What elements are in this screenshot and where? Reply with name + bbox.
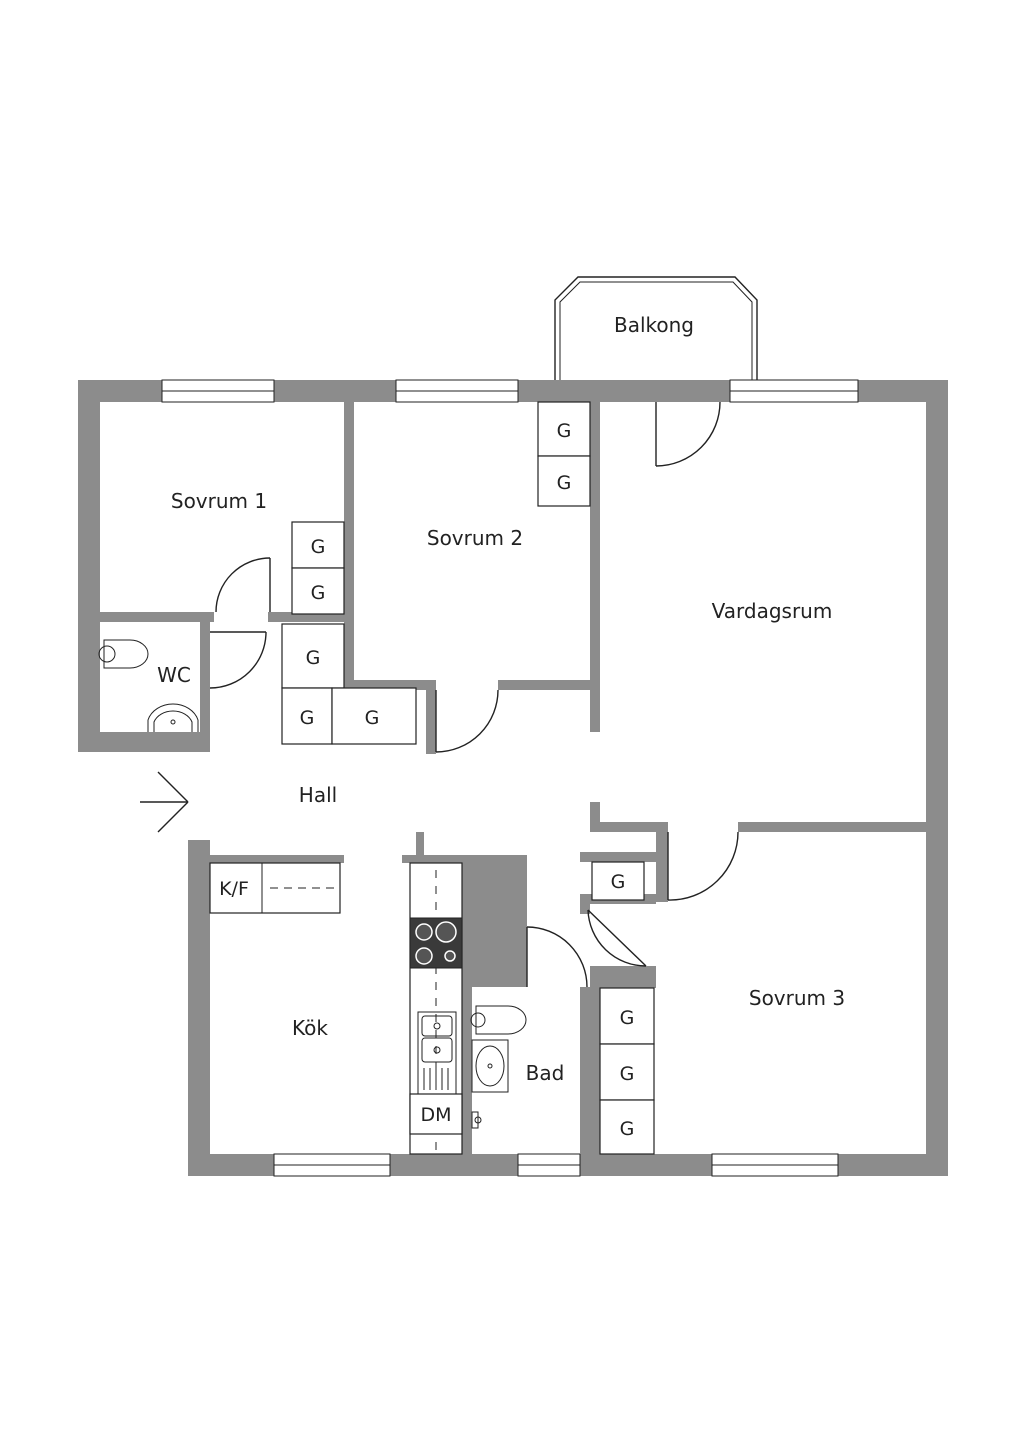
closet-label: G: [620, 1063, 635, 1085]
entrance-arrow-icon: [140, 771, 189, 833]
closet-label: G: [611, 871, 626, 893]
doors: [140, 401, 739, 988]
washbasin-icon: [147, 703, 199, 732]
closet-label: G: [311, 536, 326, 558]
room-label-balkong: Balkong: [614, 313, 694, 337]
closet-label: G: [365, 707, 380, 729]
room-label-kok: Kök: [292, 1016, 328, 1040]
closet-label: G: [311, 582, 326, 604]
balcony: [554, 276, 758, 380]
bathroom-fixtures: [98, 639, 527, 1129]
closet-label: G: [620, 1118, 635, 1140]
room-label-vardagsrum: Vardagsrum: [712, 599, 833, 623]
toilet-icon: [98, 639, 149, 669]
closet-label: G: [620, 1007, 635, 1029]
room-label-sovrum1: Sovrum 1: [171, 489, 267, 513]
closet-label: G: [300, 707, 315, 729]
room-label-sovrum2: Sovrum 2: [427, 526, 523, 550]
closet-label: G: [306, 647, 321, 669]
closet-label: G: [557, 472, 572, 494]
toilet-icon: [470, 1005, 527, 1035]
interior-walls: [100, 402, 926, 1154]
windows: [161, 379, 859, 1177]
closet-label: G: [557, 420, 572, 442]
room-label-sovrum3: Sovrum 3: [749, 986, 845, 1010]
fridge-freezer-label: K/F: [219, 878, 249, 900]
shower-icon: [471, 1111, 482, 1129]
room-labels: Balkong Sovrum 1 Sovrum 2 Vardagsrum WC …: [157, 313, 845, 1085]
closets: G G G G G G G G G G G: [281, 401, 655, 1155]
dishwasher-label: DM: [420, 1104, 451, 1126]
kitchen-fixtures: K/F DM: [209, 862, 463, 1155]
room-label-hall: Hall: [299, 783, 337, 807]
room-label-wc: WC: [157, 663, 191, 687]
room-label-bad: Bad: [526, 1061, 565, 1085]
washbasin-icon: [471, 1039, 509, 1093]
